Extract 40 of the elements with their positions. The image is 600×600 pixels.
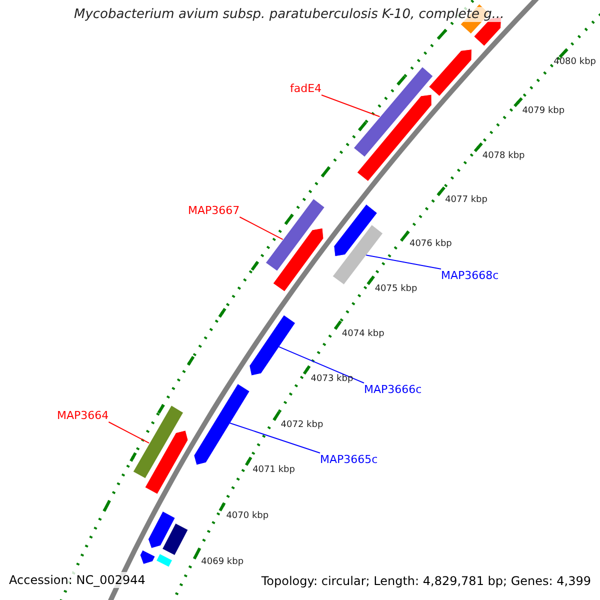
scale-label: 4075 kbp bbox=[374, 284, 418, 294]
gene-label: MAP3666c bbox=[364, 383, 422, 396]
gene-block bbox=[272, 228, 324, 292]
gene-block bbox=[428, 49, 472, 96]
gene-block bbox=[162, 523, 188, 556]
gene-block bbox=[334, 204, 378, 257]
gene-block bbox=[332, 224, 384, 285]
scale-label: 4076 kbp bbox=[409, 239, 452, 250]
gene-block bbox=[249, 314, 296, 376]
leader-line bbox=[239, 216, 284, 240]
scale-label: 4078 kbp bbox=[482, 151, 525, 162]
gene-block bbox=[140, 550, 156, 564]
gene-label: MAP3664 bbox=[57, 409, 109, 422]
leader-line bbox=[366, 254, 442, 270]
gene-block bbox=[356, 94, 432, 182]
gene-block bbox=[132, 405, 184, 479]
gene-label: MAP3667 bbox=[188, 204, 240, 217]
scale-label: 4074 kbp bbox=[342, 329, 384, 340]
scale-label: 4077 kbp bbox=[445, 195, 488, 206]
gene-block bbox=[148, 511, 176, 549]
scale-label: 4080 kbp bbox=[554, 57, 596, 68]
gene-label: MAP3668c bbox=[441, 269, 499, 282]
leader-line bbox=[108, 422, 150, 444]
title: Mycobacterium avium subsp. paratuberculosis K-10, complete g... bbox=[74, 7, 504, 22]
scale-label: 4070 kbp bbox=[226, 510, 269, 521]
scale-label: 4073 kbp bbox=[310, 374, 354, 384]
scale-label: 4069 kbp bbox=[201, 557, 244, 568]
scale-label: 4079 kbp bbox=[522, 106, 565, 116]
gene-label: fadE4 bbox=[290, 82, 322, 95]
gene-block bbox=[194, 384, 250, 466]
leader-line bbox=[321, 94, 380, 118]
gene-block bbox=[265, 198, 325, 272]
gene-label: MAP3665c bbox=[320, 453, 378, 466]
gene-block bbox=[144, 430, 188, 494]
scale-label: 4072 kbp bbox=[280, 420, 324, 430]
gene-block bbox=[353, 66, 434, 158]
scale-label: 4071 kbp bbox=[252, 465, 295, 476]
leader-line bbox=[278, 346, 364, 384]
gene-block bbox=[156, 554, 173, 568]
leader-line bbox=[229, 422, 320, 454]
